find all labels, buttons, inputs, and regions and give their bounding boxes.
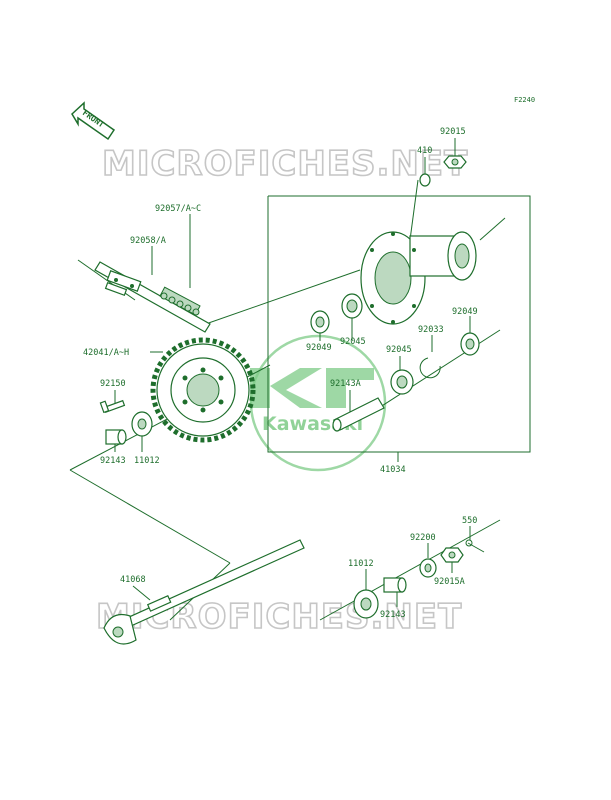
collar-11012-b [353, 589, 379, 619]
spacer-92143-left [105, 429, 127, 445]
label-92049-a[interactable]: 92049 [306, 343, 332, 353]
nut-icon [443, 155, 467, 169]
collar-11012-a [131, 411, 153, 437]
label-92200[interactable]: 92200 [410, 533, 436, 543]
spacer-92143a [332, 397, 385, 432]
seal-92049-b [460, 332, 480, 356]
axle-41068 [103, 539, 305, 645]
label-550[interactable]: 550 [462, 516, 477, 526]
label-92143a[interactable]: 92143A [330, 379, 361, 389]
kawasaki-logo: Kawasaki [249, 334, 387, 472]
label-92058[interactable]: 92058/A [130, 236, 166, 246]
seal-92049-a [310, 310, 330, 334]
watermark-top: MICROFICHES.NET [102, 144, 468, 184]
label-92143-b[interactable]: 92143 [100, 456, 126, 466]
circlip-92033 [419, 357, 441, 379]
label-92057[interactable]: 92057/A~C [155, 204, 201, 214]
label-11012-b[interactable]: 11012 [348, 559, 374, 569]
washer-92200 [419, 558, 437, 578]
bolt-icon [99, 399, 126, 414]
master-link [104, 270, 142, 297]
nut-92015a [440, 547, 464, 563]
label-41068[interactable]: 41068 [120, 575, 146, 585]
label-92049-b[interactable]: 92049 [452, 307, 478, 317]
label-92143-c[interactable]: 92143 [380, 610, 406, 620]
label-92015[interactable]: 92015 [440, 127, 466, 137]
label-92033[interactable]: 92033 [418, 325, 444, 335]
rear-hub [360, 231, 477, 325]
label-42041[interactable]: 42041/A~H [83, 348, 129, 358]
rear-sprocket [150, 337, 256, 443]
washer-icon [419, 173, 431, 187]
label-11012-a[interactable]: 11012 [134, 456, 160, 466]
label-92045-b[interactable]: 92045 [386, 345, 412, 355]
bearing-92045-b [390, 369, 414, 395]
figure-code: F2240 [514, 96, 535, 104]
label-92045-a[interactable]: 92045 [340, 337, 366, 347]
cotter-pin-icon [465, 539, 485, 553]
bearing-92045-a [341, 293, 363, 319]
label-410[interactable]: 410 [417, 146, 432, 156]
label-92150[interactable]: 92150 [100, 379, 126, 389]
front-arrow-icon: FRONT [71, 101, 116, 141]
label-41034[interactable]: 41034 [380, 465, 406, 475]
spacer-92143-right [383, 577, 407, 593]
label-92015a[interactable]: 92015A [434, 577, 465, 587]
